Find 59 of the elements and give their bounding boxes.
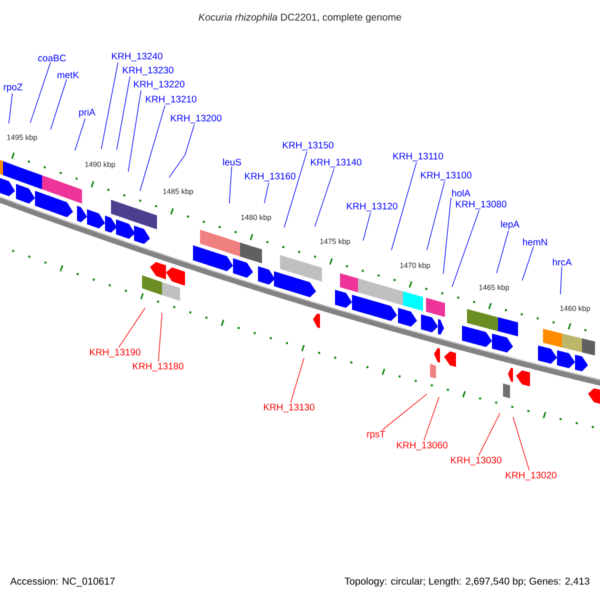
leader-line (426, 181, 445, 251)
leader-line (228, 166, 232, 204)
leader-line (290, 358, 304, 403)
leader-line (116, 76, 130, 150)
leader-line (478, 412, 500, 456)
gene-label: KRH_13240 (112, 52, 162, 62)
leader-line (158, 312, 162, 362)
leader-line (452, 210, 480, 288)
leader-line (30, 62, 51, 124)
leader-line (100, 62, 118, 150)
leader-line (512, 416, 530, 471)
gene-label: KRH_13120 (347, 202, 398, 212)
leader-line (391, 162, 417, 250)
gene-label: hemN (523, 238, 547, 246)
leader-line (140, 105, 166, 192)
gene-label: KRH_13190 (90, 348, 140, 358)
gene-label: hrcA (552, 258, 572, 266)
leader-line (168, 124, 195, 178)
leader-line (50, 79, 67, 130)
leader-line (362, 212, 371, 242)
leader-line (560, 266, 562, 295)
leader-line (522, 246, 534, 281)
gene-label: priA (79, 108, 96, 118)
gene-label: KRH_13200 (171, 114, 222, 124)
leader-line (264, 182, 270, 204)
gene-label: KRH_13210 (146, 96, 196, 104)
leader-line (424, 396, 440, 441)
leader-line (496, 230, 509, 274)
gene-label: KRH_13140 (311, 158, 362, 168)
gene-label: KRH_13100 (421, 172, 472, 180)
footer-text: Accession: NC_010617 (10, 577, 115, 587)
gene-label: KRH_13080 (456, 200, 506, 210)
gene-label: KRH_13230 (123, 66, 174, 76)
leader-line (442, 197, 452, 274)
gene-label: KRH_13150 (283, 142, 334, 150)
gene-label: KRH_13160 (245, 172, 296, 182)
gene-label: leuS (223, 158, 242, 166)
gene-label: KRH_13130 (264, 404, 314, 412)
gene-label: KRH_13060 (397, 442, 448, 450)
leader-line (128, 90, 142, 172)
gene-label: KRH_13030 (451, 456, 502, 466)
gene-label: KRH_13110 (393, 152, 444, 162)
gene-label: rpsT (367, 430, 386, 440)
gene-label: KRH_13020 (506, 472, 556, 480)
gene-label: rpoZ (4, 84, 22, 92)
leader-line (8, 93, 13, 124)
gene-label: coaBC (38, 54, 66, 62)
footer-text: Topology: circular; Length: 2,697,540 bp; Genes: 2,413 (344, 577, 590, 587)
title: Kocuria rhizophila DC2201, complete genome (198, 13, 402, 23)
gene-label: lepA (501, 220, 520, 230)
gene-label: KRH_13220 (134, 80, 184, 90)
leader-line (284, 151, 308, 228)
leader-line (382, 394, 428, 430)
leader-line (74, 118, 86, 151)
leader-line (118, 308, 146, 348)
gene-label: holA (452, 190, 470, 196)
gene-label: KRH_13180 (133, 362, 184, 372)
gene-label: metK (58, 72, 79, 78)
leader-line (314, 168, 335, 228)
